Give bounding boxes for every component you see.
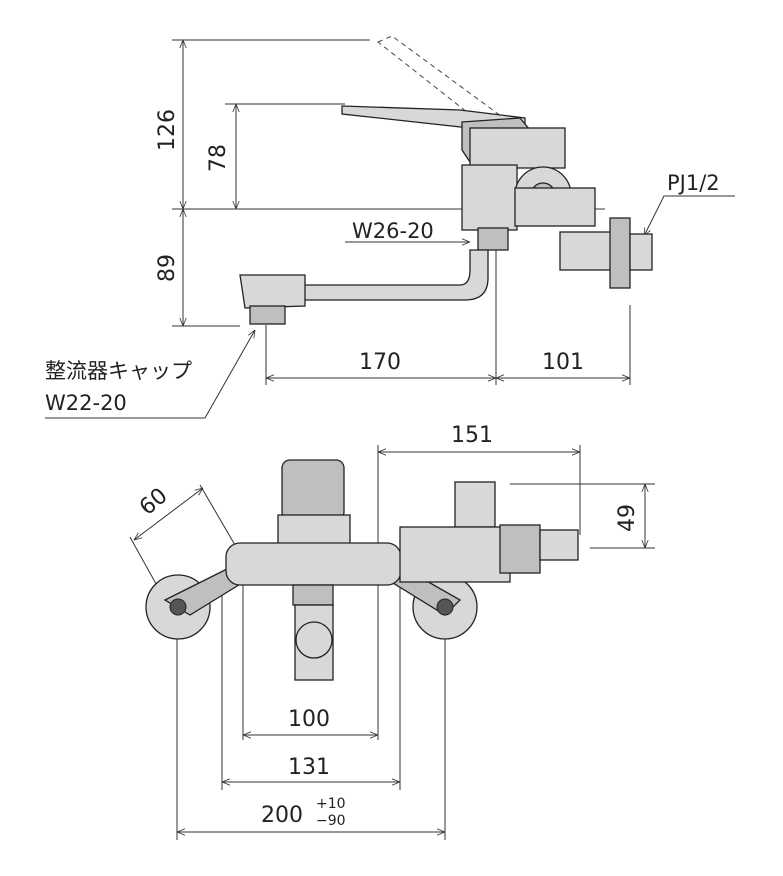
tolerance-minus: −90 [316,813,346,829]
dim-49: 49 [615,504,640,532]
dim-78: 78 [206,144,231,172]
dim-131: 131 [288,755,330,780]
aerator-label: 整流器キャップ [45,359,192,383]
inlet-thread-label: W26-20 [352,219,434,243]
dim-100: 100 [288,707,330,732]
pipe-thread-label: PJ1/2 [667,171,720,195]
side-view: 126 78 89 170 101 W26-20 PJ1/2 整流器キャップ W… [45,35,735,419]
dim-151: 151 [451,423,493,448]
dim-170: 170 [359,350,401,375]
front-view: 151 60 49 100 131 200 +10 −90 [129,423,655,840]
dim-126: 126 [155,109,180,151]
tolerance-plus: +10 [316,796,346,812]
dim-101: 101 [542,350,584,375]
aerator-thread-label: W22-20 [45,391,127,415]
dim-200: 200 [261,803,303,828]
dim-89: 89 [155,254,180,282]
